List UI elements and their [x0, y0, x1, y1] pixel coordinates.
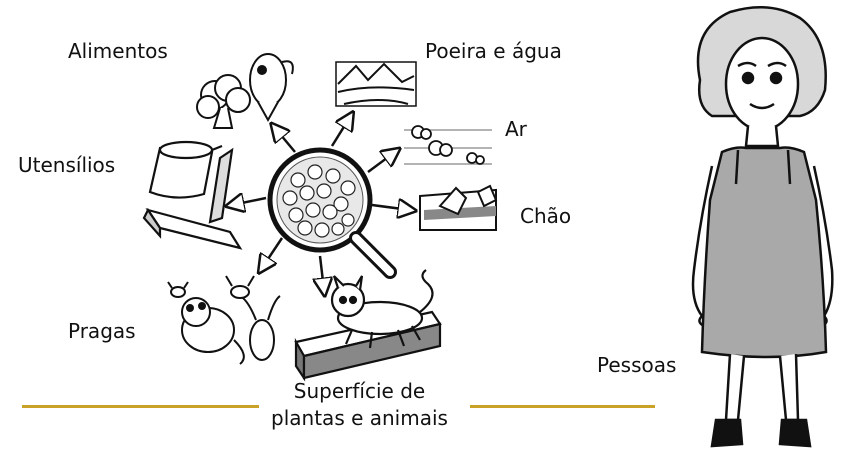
radiating-arrows [232, 117, 410, 290]
pests-icon [167, 275, 281, 365]
divider-line-left [22, 405, 259, 408]
label-pessoas: Pessoas [597, 353, 677, 377]
divider-line-right [470, 405, 655, 408]
magnifying-glass-icon [267, 147, 397, 279]
label-alimentos: Alimentos [68, 39, 168, 63]
utensils-icon [142, 140, 243, 250]
dust-and-water-icon [335, 61, 417, 107]
label-poeira-e-agua: Poeira e água [425, 39, 562, 63]
label-superficie: Superfície de plantas e animais [262, 380, 457, 430]
label-ar: Ar [505, 117, 527, 141]
floor-icon [419, 184, 498, 231]
label-chao: Chão [520, 204, 572, 228]
air-icon [404, 122, 492, 166]
person-woman-icon [691, 6, 834, 448]
label-pragas: Pragas [68, 319, 136, 343]
label-superficie-line1: Superfície de [293, 379, 426, 403]
label-superficie-line2: plantas e animais [271, 406, 448, 430]
food-icon [196, 53, 294, 129]
label-utensilios: Utensílios [18, 153, 116, 177]
cat-on-surface-icon [294, 269, 442, 382]
